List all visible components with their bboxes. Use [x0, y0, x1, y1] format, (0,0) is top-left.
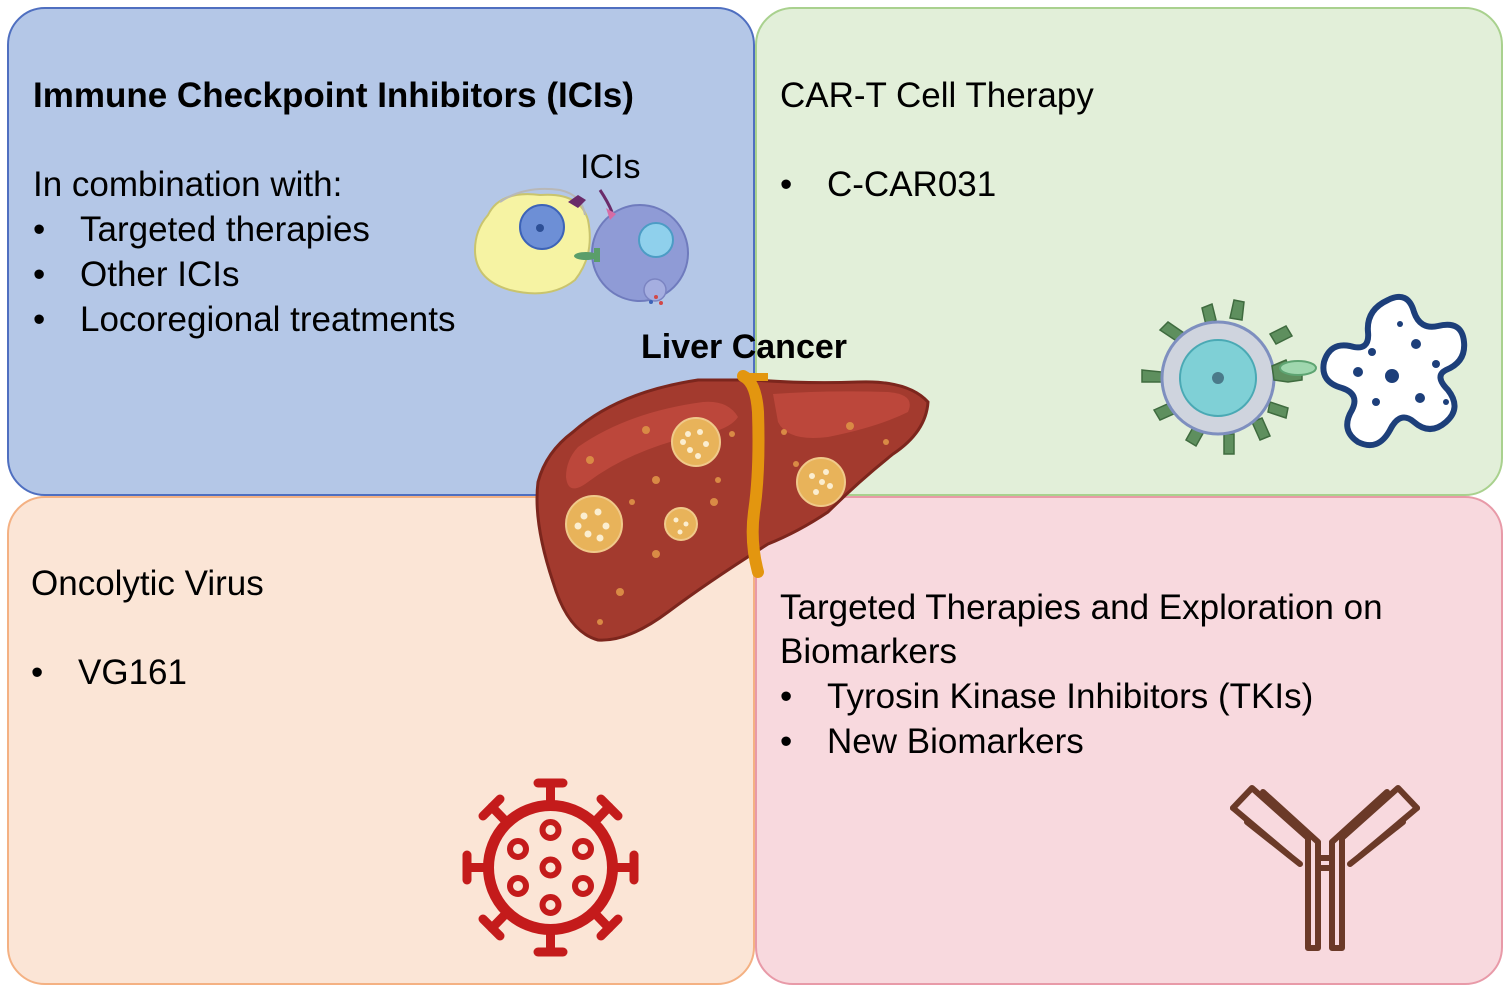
tt-title-line1: Targeted Therapies and Exploration on [780, 588, 1383, 627]
tt-title-line2: Biomarkers [780, 632, 957, 671]
car-t-cell-icon [1141, 294, 1468, 455]
icis-label: ICIs [580, 148, 640, 186]
list-item: New Biomarkers [780, 719, 1313, 764]
virus-icon [462, 778, 639, 957]
list-item: C-CAR031 [780, 162, 996, 207]
list-item: Locoregional treatments [33, 297, 456, 342]
cart-title: CAR-T Cell Therapy [780, 76, 1094, 115]
list-item: VG161 [31, 650, 187, 695]
ici-list: Targeted therapies Other ICIs Locoregion… [33, 207, 456, 342]
antibody-icon [1230, 785, 1420, 951]
ov-list: VG161 [31, 650, 187, 695]
tt-list: Tyrosin Kinase Inhibitors (TKIs) New Bio… [780, 674, 1313, 764]
list-item: Tyrosin Kinase Inhibitors (TKIs) [780, 674, 1313, 719]
list-item: Targeted therapies [33, 207, 456, 252]
ici-title: Immune Checkpoint Inhibitors (ICIs) [33, 76, 634, 115]
ici-subtitle: In combination with: [33, 165, 343, 204]
immune-synapse-illustration: ICIs [473, 148, 689, 305]
cart-list: C-CAR031 [780, 162, 996, 207]
liver-illustration [535, 370, 930, 642]
list-item: Other ICIs [33, 252, 456, 297]
ov-title: Oncolytic Virus [31, 564, 264, 603]
center-title: Liver Cancer [641, 328, 847, 366]
